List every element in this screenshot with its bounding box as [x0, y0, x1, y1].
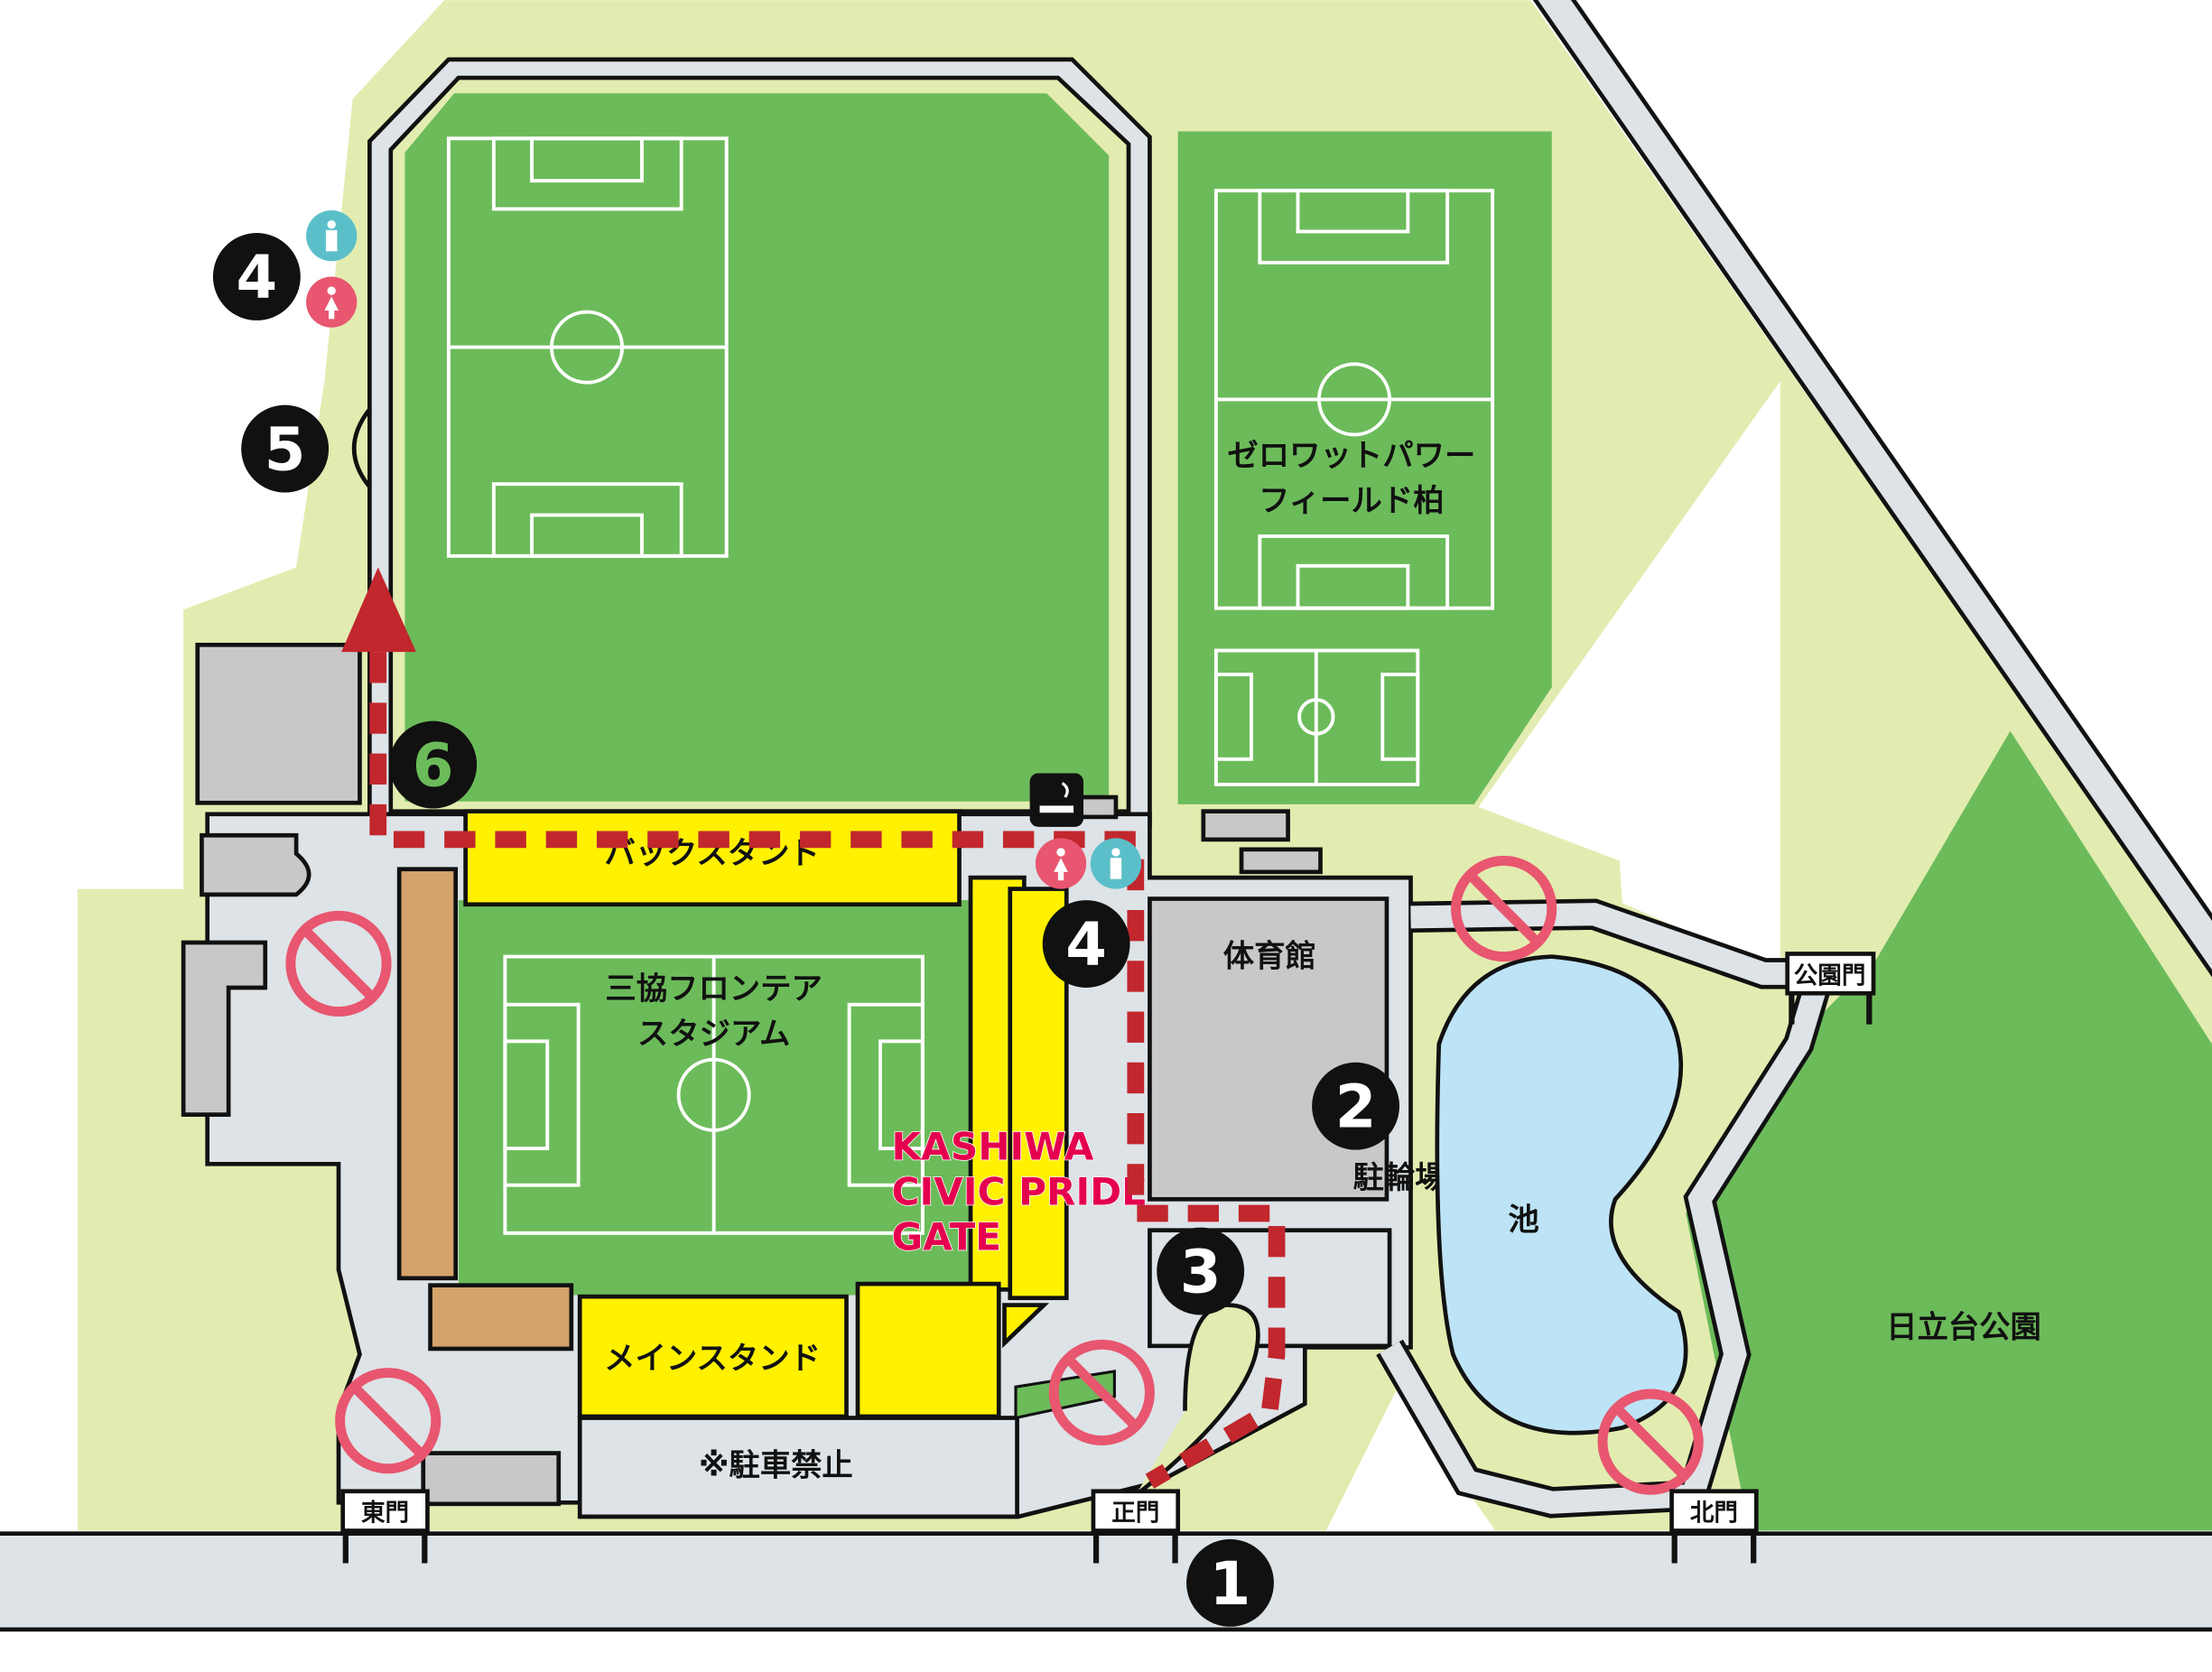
no-parking-label: ※駐車禁止	[699, 1448, 853, 1484]
field-label-line2: フィールド柏	[1259, 483, 1444, 519]
training-pitch-lines	[446, 136, 729, 558]
building	[1201, 809, 1290, 842]
svg-text:2: 2	[1335, 1073, 1377, 1142]
training-field	[404, 93, 1110, 802]
building	[181, 940, 268, 1117]
svg-text:4: 4	[237, 244, 278, 312]
gymnasium	[1148, 896, 1389, 1202]
marker-3: 3	[1157, 1227, 1245, 1315]
pond	[1435, 954, 1688, 1435]
svg-text:北門: 北門	[1690, 1500, 1738, 1528]
building	[421, 1451, 562, 1507]
marker-1: 1	[1186, 1538, 1274, 1627]
main-road	[0, 1531, 2212, 1632]
marker-2: 2	[1312, 1062, 1399, 1150]
brown-building	[396, 867, 459, 1281]
no-parking-area	[577, 1416, 1019, 1519]
walking-route	[369, 652, 1286, 1489]
restroom-male-icon	[1090, 838, 1142, 889]
svg-text:5: 5	[265, 416, 306, 485]
open-area	[1478, 381, 1780, 974]
main-stand-label: メインスタンド	[604, 1341, 821, 1377]
smoking-area-icon	[1029, 773, 1083, 827]
no-entry-icon	[285, 910, 392, 1017]
building	[1076, 794, 1119, 820]
marker-5: 5	[241, 404, 330, 493]
stadium-label-line1: 三協フロンテア	[605, 971, 823, 1007]
gate-label-line3: GATE	[892, 1215, 1002, 1259]
main-stand	[577, 1294, 849, 1419]
svg-text:1: 1	[1210, 1550, 1251, 1619]
bicycle-parking-label: 駐輪場	[1352, 1160, 1445, 1196]
building	[200, 832, 311, 897]
gate-park: 公園門	[1785, 952, 1876, 1025]
svg-text:6: 6	[413, 732, 454, 801]
field-label-line1: ゼロワットパワー	[1227, 438, 1475, 474]
route-arrow-icon	[341, 567, 416, 653]
no-entry-icon	[1597, 1389, 1704, 1495]
gate-main: 正門	[1091, 1489, 1181, 1564]
restroom-female-icon	[1035, 838, 1087, 889]
stadium-pitch-lines	[503, 954, 925, 1235]
stand-corner	[1002, 1303, 1050, 1349]
building	[195, 642, 362, 805]
marker-6: 6	[389, 720, 478, 809]
field-pitch-lines	[1213, 189, 1495, 786]
diagonal-road	[1532, 0, 2212, 978]
gate-north: 北門	[1669, 1489, 1759, 1564]
open-area	[1325, 1389, 1496, 1531]
svg-text:3: 3	[1180, 1238, 1222, 1306]
svg-text:東門: 東門	[361, 1500, 409, 1528]
brown-building	[428, 1283, 574, 1352]
no-entry-icon	[1451, 855, 1557, 962]
pond-label: 池	[1508, 1203, 1538, 1239]
building	[1239, 847, 1323, 875]
zero-watt-field	[1177, 131, 1552, 804]
hitachidai-park	[1686, 730, 2212, 1531]
marker-4: 4	[1042, 900, 1130, 988]
gym-label: 体育館	[1223, 939, 1316, 975]
gate-label-line2: CIVIC PRIDE	[892, 1170, 1148, 1214]
svg-text:正門: 正門	[1111, 1500, 1159, 1528]
svg-text:公園門: 公園門	[1794, 961, 1866, 989]
marker-4: 4	[212, 233, 301, 320]
gate-east: 東門	[340, 1489, 430, 1564]
gate-label-line1: KASHIWA	[892, 1125, 1094, 1169]
back-stand	[463, 809, 962, 907]
no-entry-icon	[1048, 1339, 1155, 1445]
restroom-male-icon	[306, 210, 358, 262]
stadium-label-line2: スタジアム	[637, 1016, 790, 1052]
restroom-female-icon	[306, 276, 358, 328]
park-label: 日立台公園	[1886, 1309, 2041, 1345]
svg-text:4: 4	[1065, 911, 1107, 980]
no-entry-icon	[335, 1368, 441, 1474]
main-stand-annex	[855, 1281, 1001, 1419]
